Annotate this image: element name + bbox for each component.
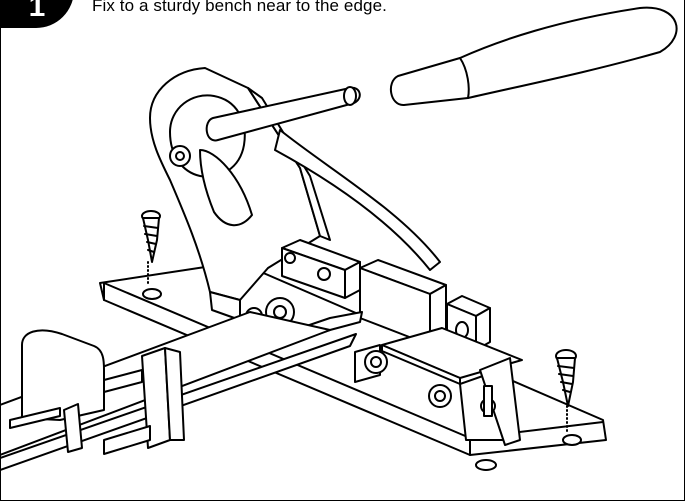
left-screw	[141, 210, 161, 284]
step-instruction: Fix to a sturdy bench near to the edge.	[92, 0, 387, 15]
right-screw	[555, 349, 577, 433]
step-number: 1	[28, 0, 46, 23]
work-platform	[354, 327, 523, 446]
g-clamp	[9, 329, 185, 455]
cutter-block	[281, 239, 491, 351]
lever-handle-grip	[389, 6, 678, 107]
handle-shaft	[205, 86, 361, 142]
